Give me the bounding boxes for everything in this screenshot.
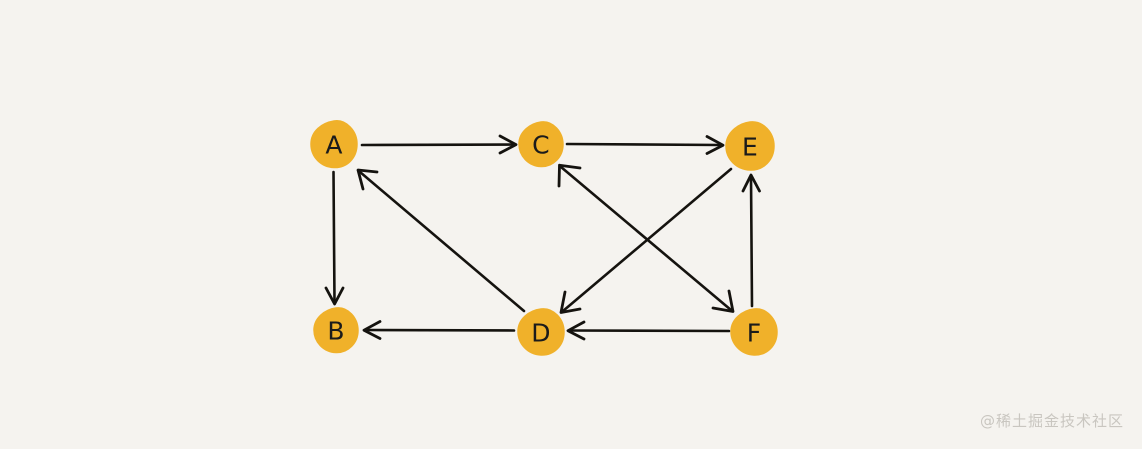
edge-f-to-d[interactable] <box>566 320 731 341</box>
node-d[interactable]: D <box>517 308 565 356</box>
edge-a-to-c-line <box>360 143 516 147</box>
edge-d-to-a[interactable] <box>356 168 526 313</box>
node-f[interactable]: F <box>730 308 778 356</box>
node-b-label: B <box>327 317 344 346</box>
node-e[interactable]: E <box>725 121 775 171</box>
node-c[interactable]: C <box>518 121 564 168</box>
node-c-circle <box>518 121 564 168</box>
edge-d-to-a-line <box>358 170 526 313</box>
edge-f-to-e[interactable] <box>741 173 761 308</box>
edge-d-to-b-line <box>364 328 516 332</box>
edge-f-to-e-arrowhead <box>741 173 761 193</box>
node-a-circle <box>310 120 358 169</box>
edge-c-to-e-line <box>565 142 723 147</box>
node-b[interactable]: B <box>313 307 359 354</box>
edge-c-to-f-arrowhead-at-c <box>557 163 582 188</box>
node-f-label: F <box>747 319 762 348</box>
edge-f-to-d-line <box>568 329 731 333</box>
edge-f-to-e-line <box>749 175 754 308</box>
edge-c-to-f-line <box>559 165 733 312</box>
edge-d-to-b[interactable] <box>362 320 516 340</box>
edge-e-to-d-arrowhead <box>559 290 582 314</box>
node-f-circle <box>730 308 778 356</box>
node-layer: A B C D E F <box>310 120 778 356</box>
edge-a-to-b[interactable] <box>324 170 345 306</box>
node-e-label: E <box>742 133 758 162</box>
edge-e-to-d[interactable] <box>559 167 733 314</box>
edge-c-to-f-arrowhead-at-f <box>711 289 735 313</box>
edge-layer <box>324 134 761 341</box>
edge-c-to-e[interactable] <box>565 135 725 155</box>
edge-f-to-d-arrowhead <box>566 320 586 341</box>
node-a[interactable]: A <box>310 120 358 169</box>
edge-a-to-c-arrowhead <box>498 134 518 155</box>
node-d-label: D <box>531 319 550 348</box>
edge-c-to-f[interactable] <box>557 163 735 313</box>
watermark: @稀土掘金技术社区 <box>979 412 1124 430</box>
edge-d-to-a-arrowhead <box>356 168 379 191</box>
edge-e-to-d-line <box>561 167 733 313</box>
node-d-circle <box>517 308 565 356</box>
edge-a-to-b-arrowhead <box>324 286 345 306</box>
node-c-label: C <box>532 131 550 160</box>
edge-d-to-b-arrowhead <box>362 320 382 340</box>
node-e-circle <box>725 121 775 171</box>
node-b-circle <box>313 307 359 354</box>
node-a-label: A <box>325 131 342 160</box>
edge-c-to-e-arrowhead <box>705 135 725 155</box>
edge-a-to-c[interactable] <box>360 134 518 155</box>
edge-a-to-b-line <box>332 170 336 304</box>
